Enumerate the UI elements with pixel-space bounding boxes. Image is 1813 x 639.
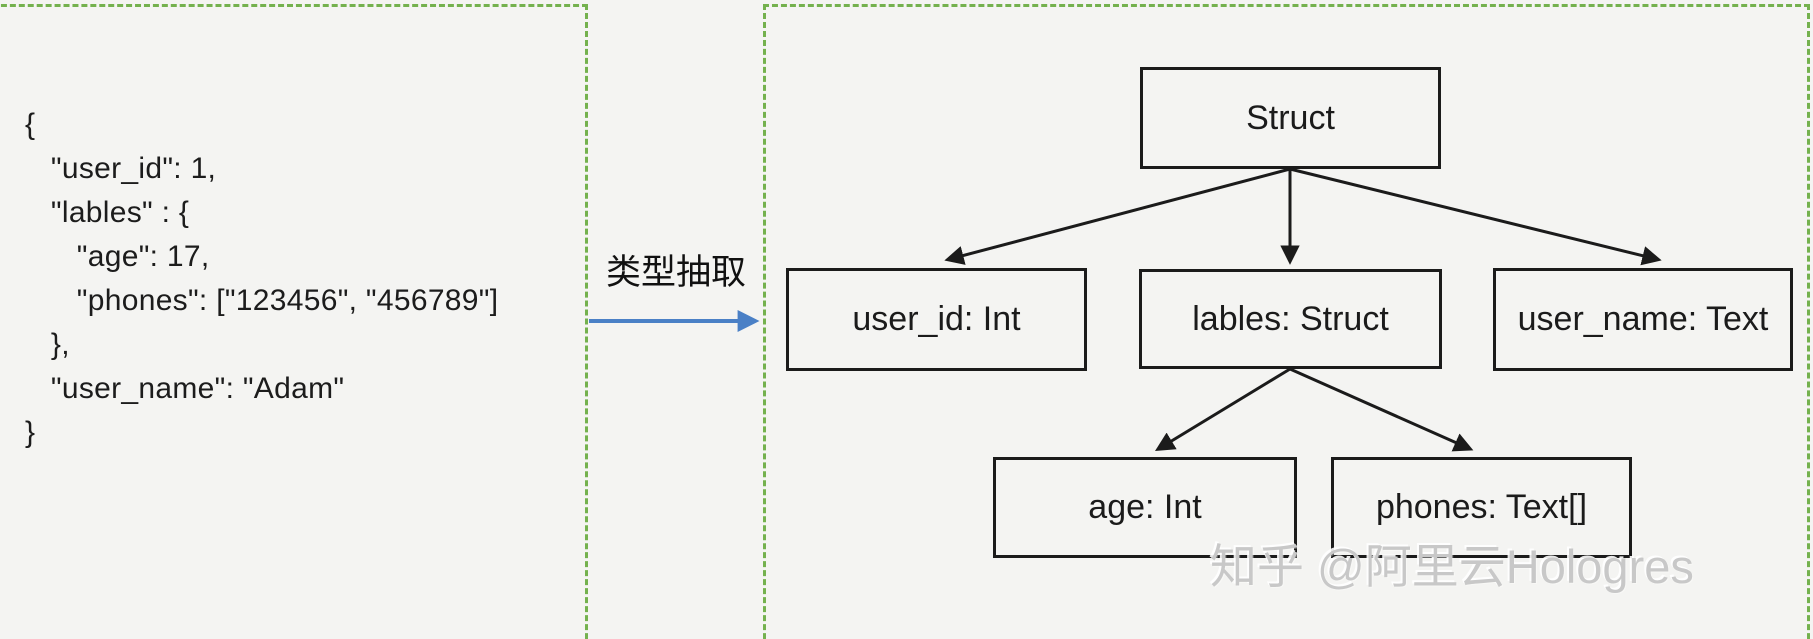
type-tree-panel bbox=[763, 4, 1810, 639]
transform-arrow-label: 类型抽取 bbox=[605, 253, 746, 292]
tree-node-user-name: user_name: Text bbox=[1493, 268, 1793, 371]
tree-node-user-id: user_id: Int bbox=[786, 268, 1087, 371]
tree-node-phones: phones: Text[] bbox=[1331, 457, 1632, 558]
tree-node-lables: lables: Struct bbox=[1139, 269, 1442, 369]
tree-node-age: age: Int bbox=[993, 457, 1297, 558]
json-code: { "user_id": 1, "lables" : { "age": 17, … bbox=[25, 108, 499, 449]
json-source-panel bbox=[0, 4, 588, 639]
tree-node-struct: Struct bbox=[1140, 67, 1441, 169]
watermark: 知乎 @阿里云Hologres bbox=[1210, 540, 1694, 593]
